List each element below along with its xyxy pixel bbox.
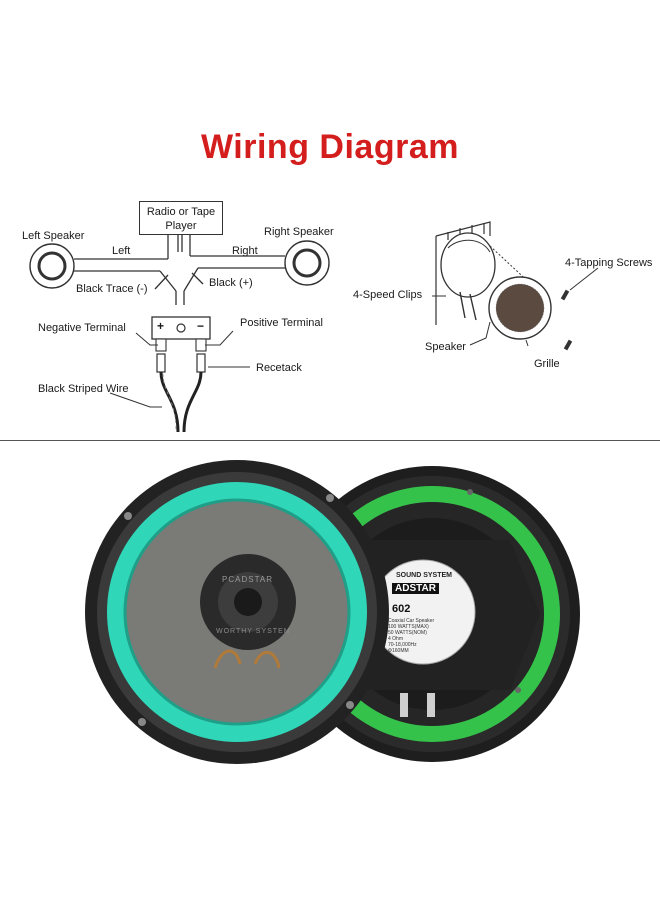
terminal-plus-sign: + [157,319,165,333]
black-striped-wire-label: Black Striped Wire [38,383,129,395]
left-speaker-label: Left Speaker [22,230,85,242]
spec-line: Coaxial Car Speaker [388,618,435,624]
black-striped-wire-drawing [159,371,203,433]
speaker-exploded-drawing [440,232,549,321]
grille-drawing [488,276,552,340]
right-speaker-symbol [284,240,330,286]
recetack-label: Recetack [256,362,302,374]
front-brand-text: PCADSTAR [222,575,273,584]
speaker-wires [74,235,285,305]
page-title: Wiring Diagram [201,128,459,166]
right-wire-label: Right [232,245,258,257]
spec-line: 50 WATTS(NOM) [388,630,427,636]
positive-terminal-label: Positive Terminal [240,317,323,329]
right-callout-lines [432,267,599,347]
tapping-screws-drawing [560,289,573,351]
section-divider [0,440,660,441]
back-model: 602 [392,603,411,615]
black-plus-label: Black (+) [209,277,253,289]
speaker-product-photo [85,460,580,764]
spec-line: 70-18,000Hz [388,642,417,648]
spec-line: 100 WATTS(MAX) [388,624,429,630]
left-speaker-symbol [29,243,75,289]
radio-tape-player-box: Radio or Tape Player [139,201,223,235]
grille-label: Grille [534,358,560,370]
front-ring-text: WORTHY SYSTEM [216,628,291,635]
negative-terminal-label: Negative Terminal [38,322,126,334]
back-label-top: SOUND SYSTEM [396,572,453,579]
terminal-minus-sign: − [197,319,205,333]
source-box-line-1: Radio or Tape [146,206,216,218]
source-box-line-2: Player [165,220,197,232]
speed-clips-label: 4-Speed Clips [353,289,423,301]
tapping-screws-label: 4-Tapping Screws [565,257,653,269]
back-brand: ADSTAR [392,583,439,594]
right-speaker-label: Right Speaker [264,226,334,238]
spec-line: Φ160MM [388,648,409,654]
front-speaker [85,460,389,764]
left-wire-label: Left [112,245,131,257]
speaker-label: Speaker [425,341,466,353]
callout-lines [109,330,250,408]
back-specs: Coaxial Car Speaker 100 WATTS(MAX) 50 WA… [388,618,434,654]
spec-line: 4 Ohm [388,636,404,642]
black-trace-label: Black Trace (-) [76,283,148,295]
left-wiring-diagram [29,221,599,433]
recetack-connectors [156,353,206,373]
